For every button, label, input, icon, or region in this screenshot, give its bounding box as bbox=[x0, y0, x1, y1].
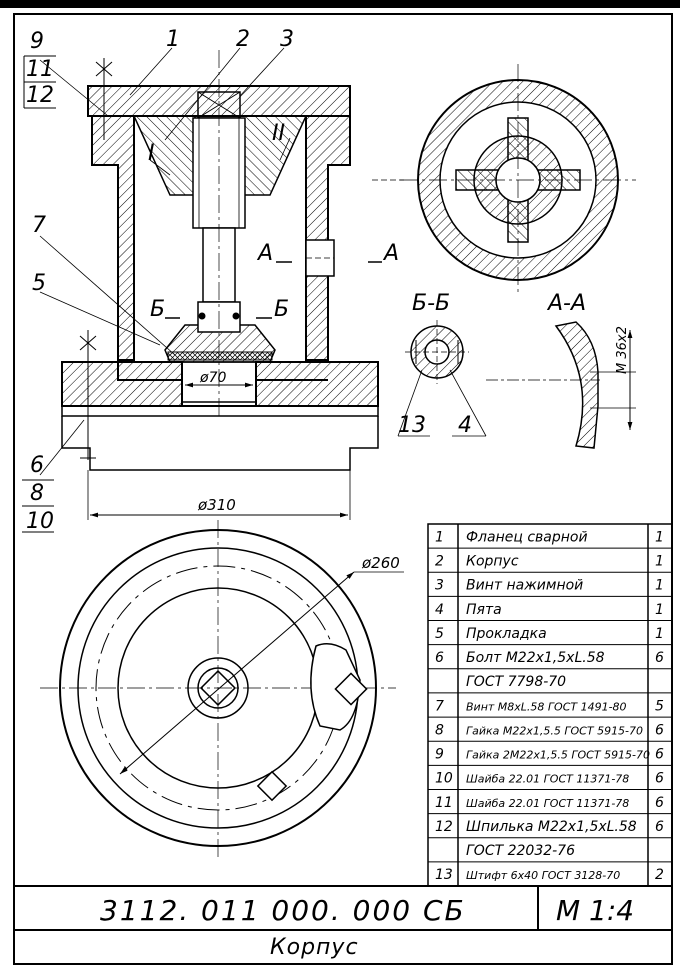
bom-qty: 1 bbox=[655, 554, 664, 570]
leader-label-3: 3 bbox=[280, 27, 294, 52]
bom-pos: 9 bbox=[435, 747, 444, 763]
bom-name: Шпилька M22x1,5xL.58 bbox=[466, 819, 637, 835]
bom-name: ГОСТ 22032-76 bbox=[466, 843, 575, 859]
bom-pos: 7 bbox=[435, 698, 444, 714]
bom-pos: 12 bbox=[435, 819, 453, 835]
bom-qty: 1 bbox=[655, 578, 664, 594]
leader-label-2: 2 bbox=[236, 27, 250, 52]
leader-label-11: 11 bbox=[26, 57, 54, 82]
bom-name: Шайба 22.01 ГОСТ 11371-78 bbox=[466, 797, 629, 810]
drawing-scale: M 1:4 bbox=[556, 894, 634, 927]
end-view bbox=[400, 64, 636, 296]
section-mark-b-right: Б bbox=[274, 297, 289, 322]
bom-name: Гайка 2M22x1,5.5 ГОСТ 5915-70 bbox=[466, 749, 650, 762]
bom-qty: 6 bbox=[655, 771, 664, 787]
bom-name: Винт нажимной bbox=[466, 578, 583, 594]
bom-qty: 6 bbox=[655, 722, 664, 738]
bom-qty: 2 bbox=[655, 867, 664, 883]
bom-pos: 6 bbox=[435, 650, 444, 666]
dim-70: ø70 bbox=[199, 370, 226, 386]
bom-pos: 11 bbox=[435, 795, 453, 811]
dim-260: ø260 bbox=[361, 554, 400, 572]
bom-name: Винт M8xL.58 ГОСТ 1491-80 bbox=[466, 700, 627, 713]
callout-4: 4 bbox=[458, 413, 472, 438]
section-bb-title: Б-Б bbox=[412, 291, 450, 316]
title-block bbox=[14, 885, 672, 931]
thread-label: M 36x2 bbox=[615, 326, 630, 374]
section-aa-title: А-А bbox=[546, 291, 586, 316]
section-mark-a-right: A bbox=[382, 241, 399, 266]
callout-13: 13 bbox=[398, 413, 426, 438]
drawing-name: Корпус bbox=[270, 935, 359, 960]
bom-qty: 5 bbox=[655, 698, 664, 714]
bom-name: Гайка M22x1,5.5 ГОСТ 5915-70 bbox=[466, 724, 643, 737]
bom-name: ГОСТ 7798-70 bbox=[466, 674, 566, 690]
bom-name: Болт M22x1,5xL.58 bbox=[466, 650, 605, 666]
bom-qty: 6 bbox=[655, 795, 664, 811]
leader-label-7: 7 bbox=[32, 213, 46, 238]
drawing-code: 3112. 011 000. 000 СБ bbox=[100, 894, 466, 927]
bom-qty: 6 bbox=[655, 747, 664, 763]
dim-310: ø310 bbox=[197, 496, 236, 514]
bom-name: Шайба 22.01 ГОСТ 11371-78 bbox=[466, 773, 629, 786]
leader-label-8: 8 bbox=[30, 481, 44, 506]
bom-name: Пята bbox=[466, 602, 502, 618]
bom-pos: 2 bbox=[435, 554, 444, 570]
roman-II: II bbox=[272, 121, 285, 146]
bom-qty: 1 bbox=[655, 529, 664, 545]
bom-qty: 1 bbox=[655, 602, 664, 618]
bom-name: Фланец сварной bbox=[466, 529, 588, 545]
top-band bbox=[0, 0, 680, 8]
sheet-frame bbox=[13, 13, 673, 965]
section-mark-b-left: Б bbox=[150, 297, 165, 322]
bom-pos: 5 bbox=[435, 626, 444, 642]
leader-label-1: 1 bbox=[166, 27, 180, 52]
main-section-view bbox=[39, 47, 404, 520]
bom-qty: 6 bbox=[655, 650, 664, 666]
bom-pos: 13 bbox=[435, 867, 453, 883]
leader-label-5: 5 bbox=[32, 271, 46, 296]
bom-pos: 8 bbox=[435, 722, 444, 738]
bom-pos: 4 bbox=[435, 602, 444, 618]
bom-name: Штифт 6x40 ГОСТ 3128-70 bbox=[466, 869, 620, 882]
bom-pos: 1 bbox=[435, 529, 444, 545]
bom-name: Корпус bbox=[466, 554, 519, 570]
bom-pos: 3 bbox=[435, 578, 444, 594]
leader-label-9: 9 bbox=[30, 29, 44, 54]
plan-view bbox=[40, 520, 404, 860]
bom-pos: 10 bbox=[435, 771, 453, 787]
bom-name: Прокладка bbox=[466, 626, 547, 642]
bom-qty: 1 bbox=[655, 626, 664, 642]
section-mark-a-left: A bbox=[256, 241, 273, 266]
leader-label-10: 10 bbox=[26, 509, 54, 534]
leader-label-6: 6 bbox=[30, 453, 44, 478]
section-bb-view bbox=[397, 320, 487, 437]
section-aa-view bbox=[486, 321, 636, 449]
roman-I: I bbox=[148, 141, 155, 166]
bom-qty: 6 bbox=[655, 819, 664, 835]
leader-label-12: 12 bbox=[26, 83, 54, 108]
